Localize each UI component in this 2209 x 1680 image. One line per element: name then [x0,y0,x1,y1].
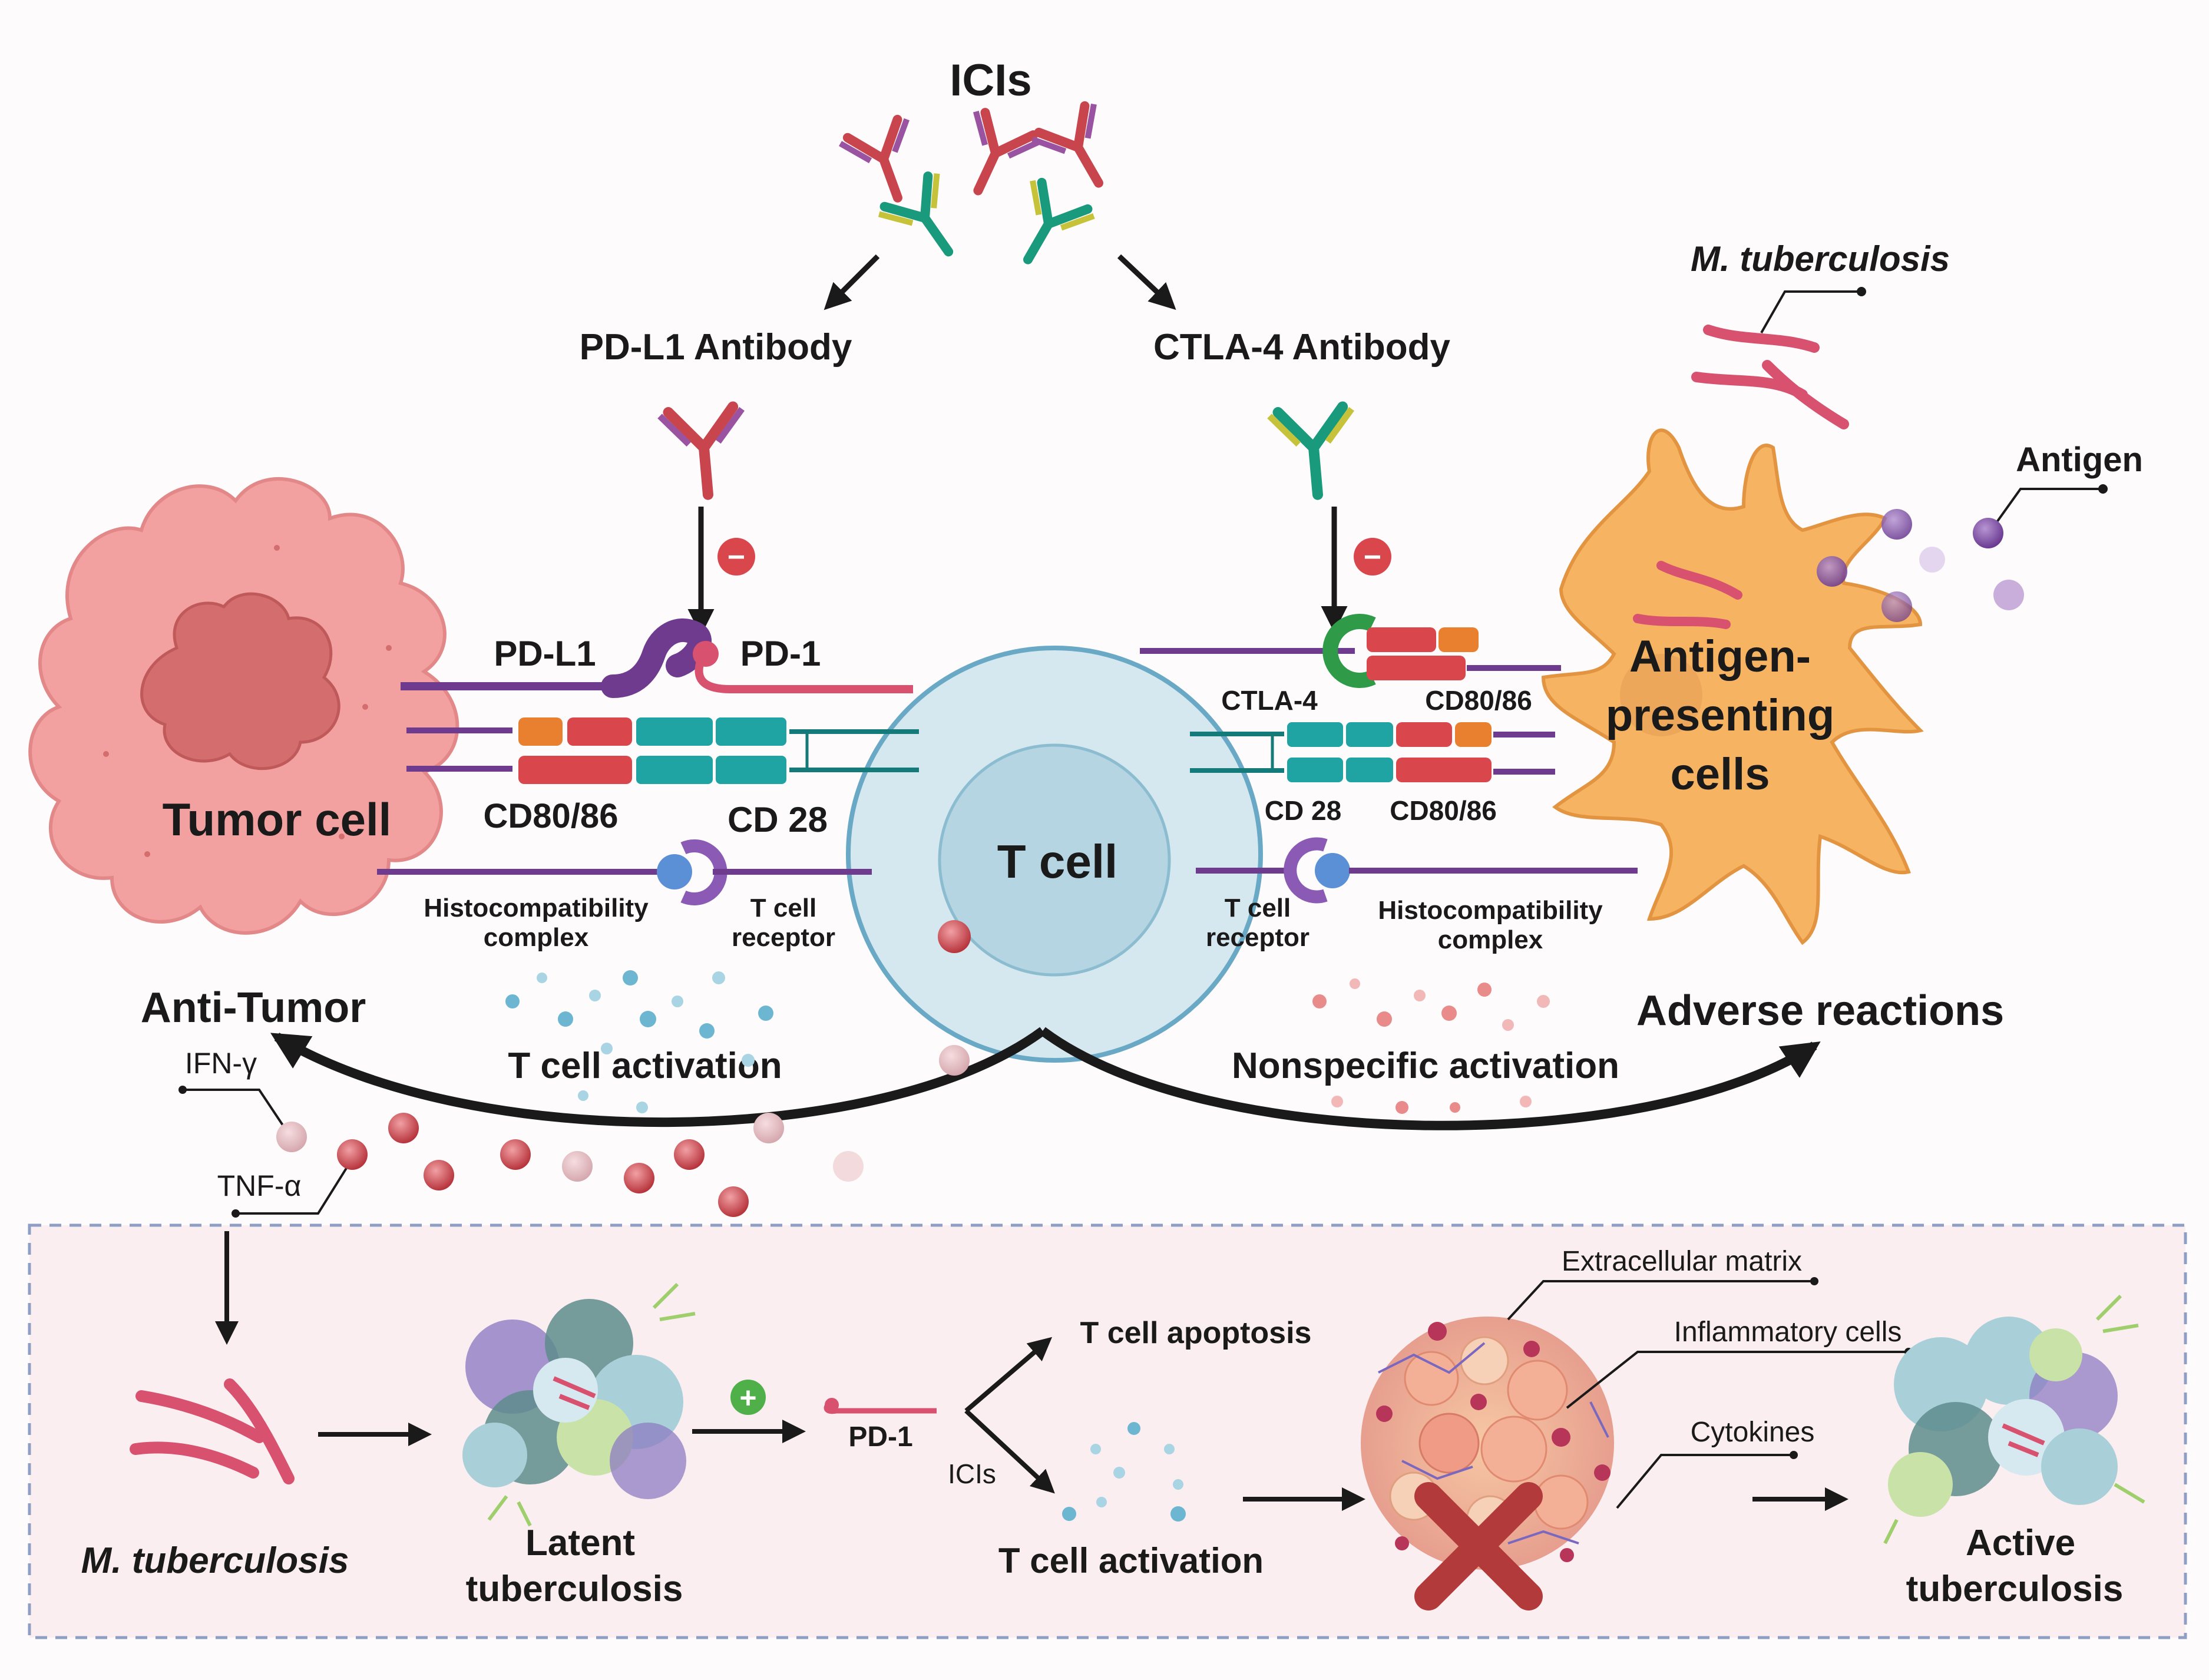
pdl1-antibody-label: PD-L1 Antibody [580,327,852,368]
right-tcr-label-line2: receptor [1206,923,1309,952]
ctla4-antibody-icon [1267,401,1354,500]
minus-sign-icon-right: − [1354,538,1391,576]
pd1-label: PD-1 [740,634,821,673]
right-mhc-label-line2: complex [1438,925,1543,954]
ecm-label: Extracellular matrix [1562,1246,1802,1277]
inflammatory-leader [1566,1351,1909,1409]
mtb-top-label: M. tuberculosis [1691,239,1950,279]
adverse-reactions-label: Adverse reactions [1636,987,2004,1034]
mtb-top-leader [1760,290,1861,333]
left-tcr-label-line2: receptor [732,923,835,952]
right-synapse [1140,614,1638,904]
arrow-anti-tumor [270,1027,1046,1127]
right-cd8086-top-label: CD80/86 [1425,685,1532,716]
left-synapse [377,619,919,905]
t-cell-label: T cell [997,835,1118,888]
mtb-bottom-icon [130,1378,295,1484]
antigen-particles-icon [1817,509,2024,622]
arrow-adverse-reactions [1040,1027,1821,1130]
bottom-pd1-label: PD-1 [848,1421,912,1453]
svg-text:+: + [739,1381,756,1414]
antigen-leader [1990,488,2103,531]
minus-sign-icon-left: − [717,538,755,576]
tnf-alpha-label: TNF-α [217,1169,302,1202]
left-tcr-label-line1: T cell [750,894,817,922]
arrow-to-activation [964,1409,1055,1494]
right-cd28-label: CD 28 [1265,795,1341,826]
arrow-to-apoptosis [964,1337,1053,1413]
tumor-cell-label: Tumor cell [163,793,392,845]
active-label-line2: tuberculosis [1906,1569,2124,1609]
inflammatory-label: Inflammatory cells [1674,1317,1902,1348]
latent-granuloma-icon [462,1282,696,1527]
cytokine-dots-left-icon [505,970,773,1113]
right-mhc-label-line1: Histocompatibility [1378,896,1603,925]
mtb-bottom-label: M. tuberculosis [81,1540,349,1581]
left-mhc-label-line1: Histocompatibility [424,894,649,922]
blocked-x-icon [1414,1482,1543,1610]
bottom-icis-label: ICIs [948,1459,996,1489]
tnf-leader [236,1165,349,1215]
cytokine-dots-right-icon [1312,978,1550,1114]
right-cd8086-bottom-label: CD80/86 [1390,795,1497,826]
active-granuloma-icon [1883,1294,2145,1545]
ctla4-antibody-label: CTLA-4 Antibody [1153,327,1450,368]
pdl1-antibody-icon [657,401,745,500]
activation-dots-icon [1062,1422,1186,1522]
left-mhc-label-line2: complex [484,923,589,952]
tumor-cell [28,477,459,935]
cytokines-label: Cytokines [1691,1417,1815,1448]
right-tcr-label-line1: T cell [1225,894,1291,922]
antigen-label: Antigen [2016,441,2143,479]
left-cd28-label: CD 28 [727,800,828,839]
ifn-leader [183,1089,290,1135]
latent-label-line1: Latent [525,1523,635,1563]
pdl1-label: PD-L1 [494,634,596,673]
left-cd8086-label: CD80/86 [484,797,619,835]
ecm-leader [1507,1280,1814,1321]
arrow-to-pdl1-antibody [824,254,880,310]
active-label-line1: Active [1966,1523,2075,1563]
ifn-gamma-label: IFN-γ [185,1047,257,1080]
ctla4-label: CTLA-4 [1221,685,1318,716]
cytokine-particles-icon [276,1045,970,1217]
latent-label-line2: tuberculosis [466,1569,683,1609]
apc-label-line2: presenting [1606,690,1835,740]
apc-label-line3: cells [1670,749,1770,799]
inflamed-granuloma-icon [1361,1317,1614,1610]
apoptosis-label: T cell apoptosis [1080,1316,1312,1350]
plus-sign-icon: + [730,1380,766,1415]
nonspecific-activation-label: Nonspecific activation [1232,1046,1619,1086]
t-cell [846,646,1263,1063]
tuberculosis-panel [28,1223,2187,1639]
cytokines-leader [1616,1454,1794,1509]
bottom-activation-label: T cell activation [998,1541,1264,1580]
svg-text:−: − [727,540,745,574]
icis-title: ICIs [950,55,1031,105]
pd1-receptor-icon [824,1398,937,1414]
apc-label-line1: Antigen- [1629,631,1811,682]
antibody-cluster-icon [839,101,1103,264]
mtb-bacilli-icon [1691,325,1849,429]
tcell-activation-label: T cell activation [508,1046,782,1086]
svg-text:−: − [1364,540,1381,574]
arrow-to-ctla4-antibody [1117,254,1176,310]
anti-tumor-label: Anti-Tumor [141,984,366,1031]
